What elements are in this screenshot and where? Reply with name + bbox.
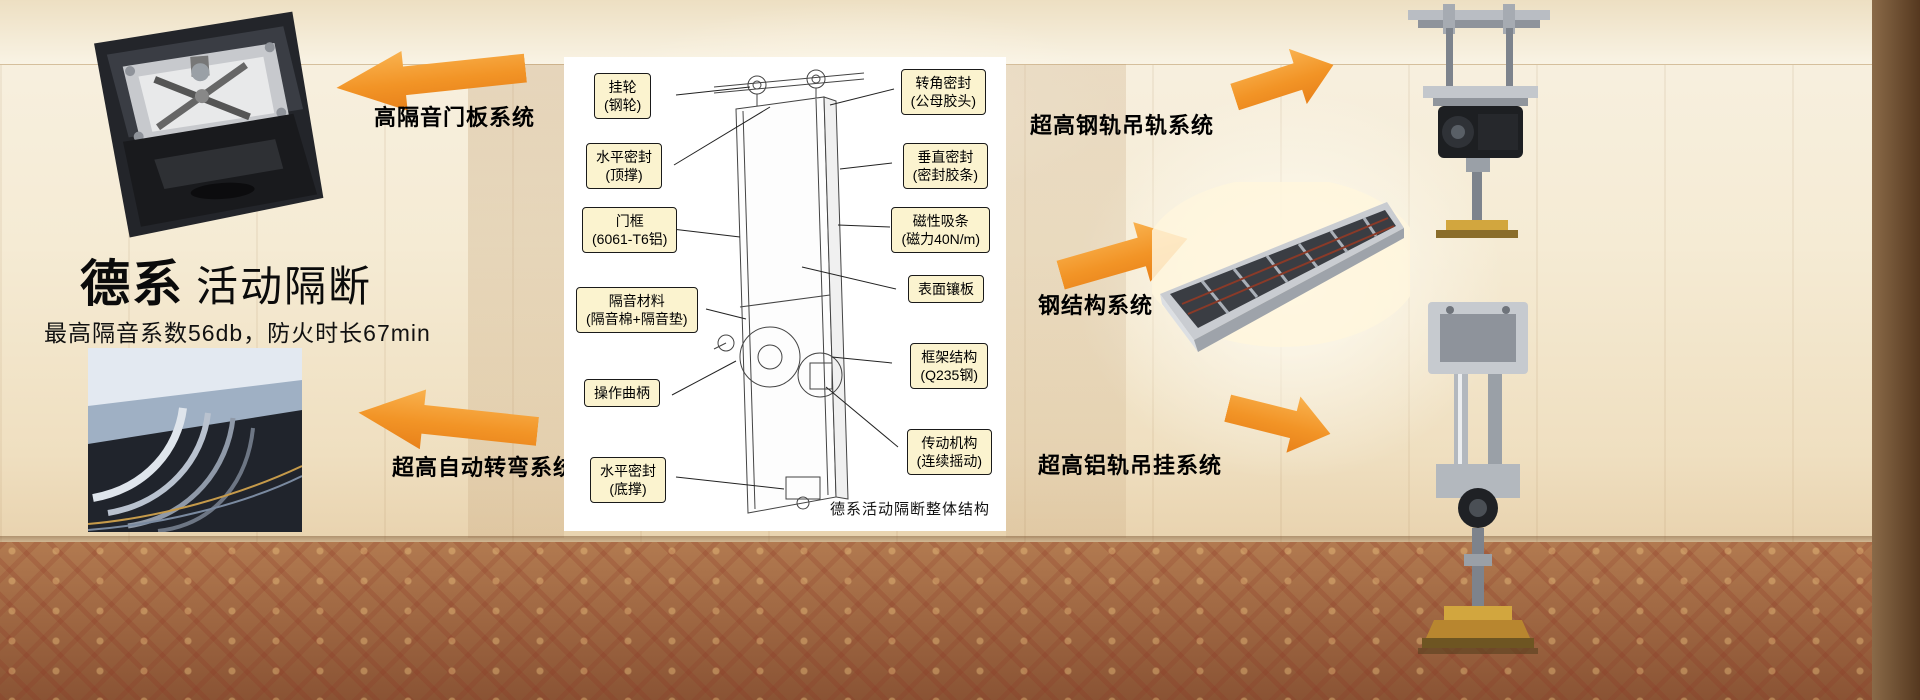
wall-pillar-strip-right	[1006, 64, 1126, 538]
callout-horizontal-seal-top: 水平密封 (顶撑)	[586, 143, 662, 190]
callout-corner-seal: 转角密封 (公母胶头)	[900, 69, 986, 116]
callout-transmission-mechanism: 传动机构 (连续摇动)	[906, 429, 992, 476]
callout-horizontal-seal-bottom: 水平密封 (底撑)	[590, 457, 666, 504]
photo-steel-structure-frame	[1142, 177, 1422, 384]
product-name: 活动隔断	[196, 263, 373, 310]
wall-skirting	[0, 536, 1920, 544]
aluminum-rail-hanger-graphic	[1418, 302, 1538, 654]
callout-vertical-seal: 垂直密封 (密封胶条)	[902, 143, 988, 190]
photo-aluminum-rail-hanger	[1392, 296, 1564, 698]
leader-lines	[671, 86, 899, 490]
product-subtitle: 最高隔音系数56db，防火时长67min	[44, 320, 431, 346]
label-auto-turning-system: 超高自动转弯系统	[392, 455, 577, 480]
label-steel-structure-system: 钢结构系统	[1038, 293, 1154, 318]
product-title: 德系 活动隔断	[80, 244, 372, 316]
callout-frame-structure: 框架结构 (Q235钢)	[910, 343, 988, 390]
photo-steel-rail-hanger	[1388, 2, 1570, 258]
callout-hanger-wheel: 挂轮 (钢轮)	[594, 73, 652, 120]
label-aluminum-rail-system: 超高铝轨吊挂系统	[1038, 453, 1223, 478]
photo-curved-track	[87, 348, 303, 533]
steel-structure-frame-graphic	[1142, 177, 1422, 352]
callout-sound-insulation-material: 隔音材料 (隔音棉+隔音垫)	[576, 287, 698, 334]
photo-door-top-mechanism	[82, 6, 328, 244]
steel-rail-hanger-graphic	[1408, 4, 1550, 238]
label-steel-rail-system: 超高钢轨吊轨系统	[1030, 113, 1215, 138]
callout-magnetic-strip: 磁性吸条 (磁力40N/m)	[891, 207, 990, 254]
label-door-panel-system: 高隔音门板系统	[374, 105, 536, 130]
diagram-caption: 德系活动隔断整体结构	[829, 501, 990, 518]
brand-name: 德系	[80, 256, 184, 312]
door-top-mechanism-graphic	[94, 11, 324, 238]
callout-door-frame: 门框 (6061-T6铝)	[582, 207, 678, 254]
partition-structure-diagram	[671, 69, 899, 514]
right-wall-column	[1872, 0, 1920, 700]
callout-surface-panel: 表面镶板	[908, 275, 984, 304]
curved-track-graphic	[87, 348, 303, 533]
background-carpet	[0, 542, 1920, 700]
diagram-panel: 挂轮 (钢轮) 水平密封 (顶撑) 门框 (6061-T6铝) 隔音材料 (隔音…	[564, 57, 1006, 531]
callout-operating-crank: 操作曲柄	[584, 379, 660, 408]
wall-pillar-strip-left	[468, 64, 564, 538]
